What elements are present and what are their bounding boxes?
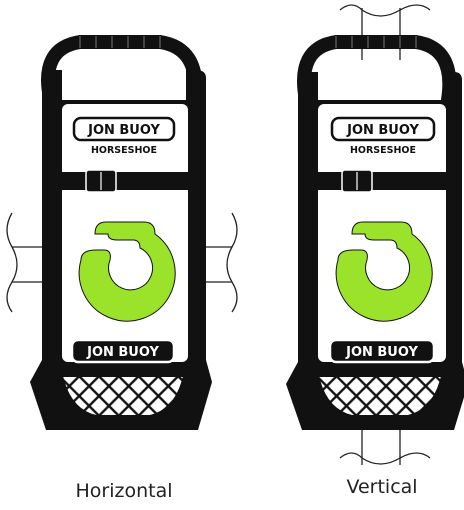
bottom-label (70, 338, 176, 364)
top-label (72, 116, 176, 142)
carry-handle (297, 35, 457, 107)
buckle-strap (50, 172, 198, 190)
carry-handle (41, 35, 203, 105)
buckle-strap (306, 172, 456, 190)
top-label-brand: JON BUOY (87, 123, 160, 138)
vertical-caption: Vertical (346, 476, 418, 498)
bottom-label (328, 338, 436, 364)
top-label-model: HORSESHOE (91, 145, 157, 156)
horseshoe-buoy (335, 221, 433, 322)
bottom-label-brand: JON BUOY (345, 345, 418, 360)
top-label-model: HORSESHOE (350, 145, 416, 156)
horseshoe-buoy (78, 221, 176, 322)
bottom-label-brand: JON BUOY (86, 345, 159, 360)
mesh-pocket (316, 375, 444, 417)
vertical-mount: JON BUOY HORSESHOE JON BUOY (286, 4, 464, 465)
mesh-pocket (60, 375, 186, 417)
horizontal-caption: Horizontal (75, 480, 173, 502)
vertical-rail-top (339, 4, 431, 60)
top-label-brand: JON BUOY (346, 123, 419, 138)
horizontal-mount: JON BUOY HORSESHOE JON BUOY (6, 35, 238, 430)
top-label (330, 116, 436, 142)
